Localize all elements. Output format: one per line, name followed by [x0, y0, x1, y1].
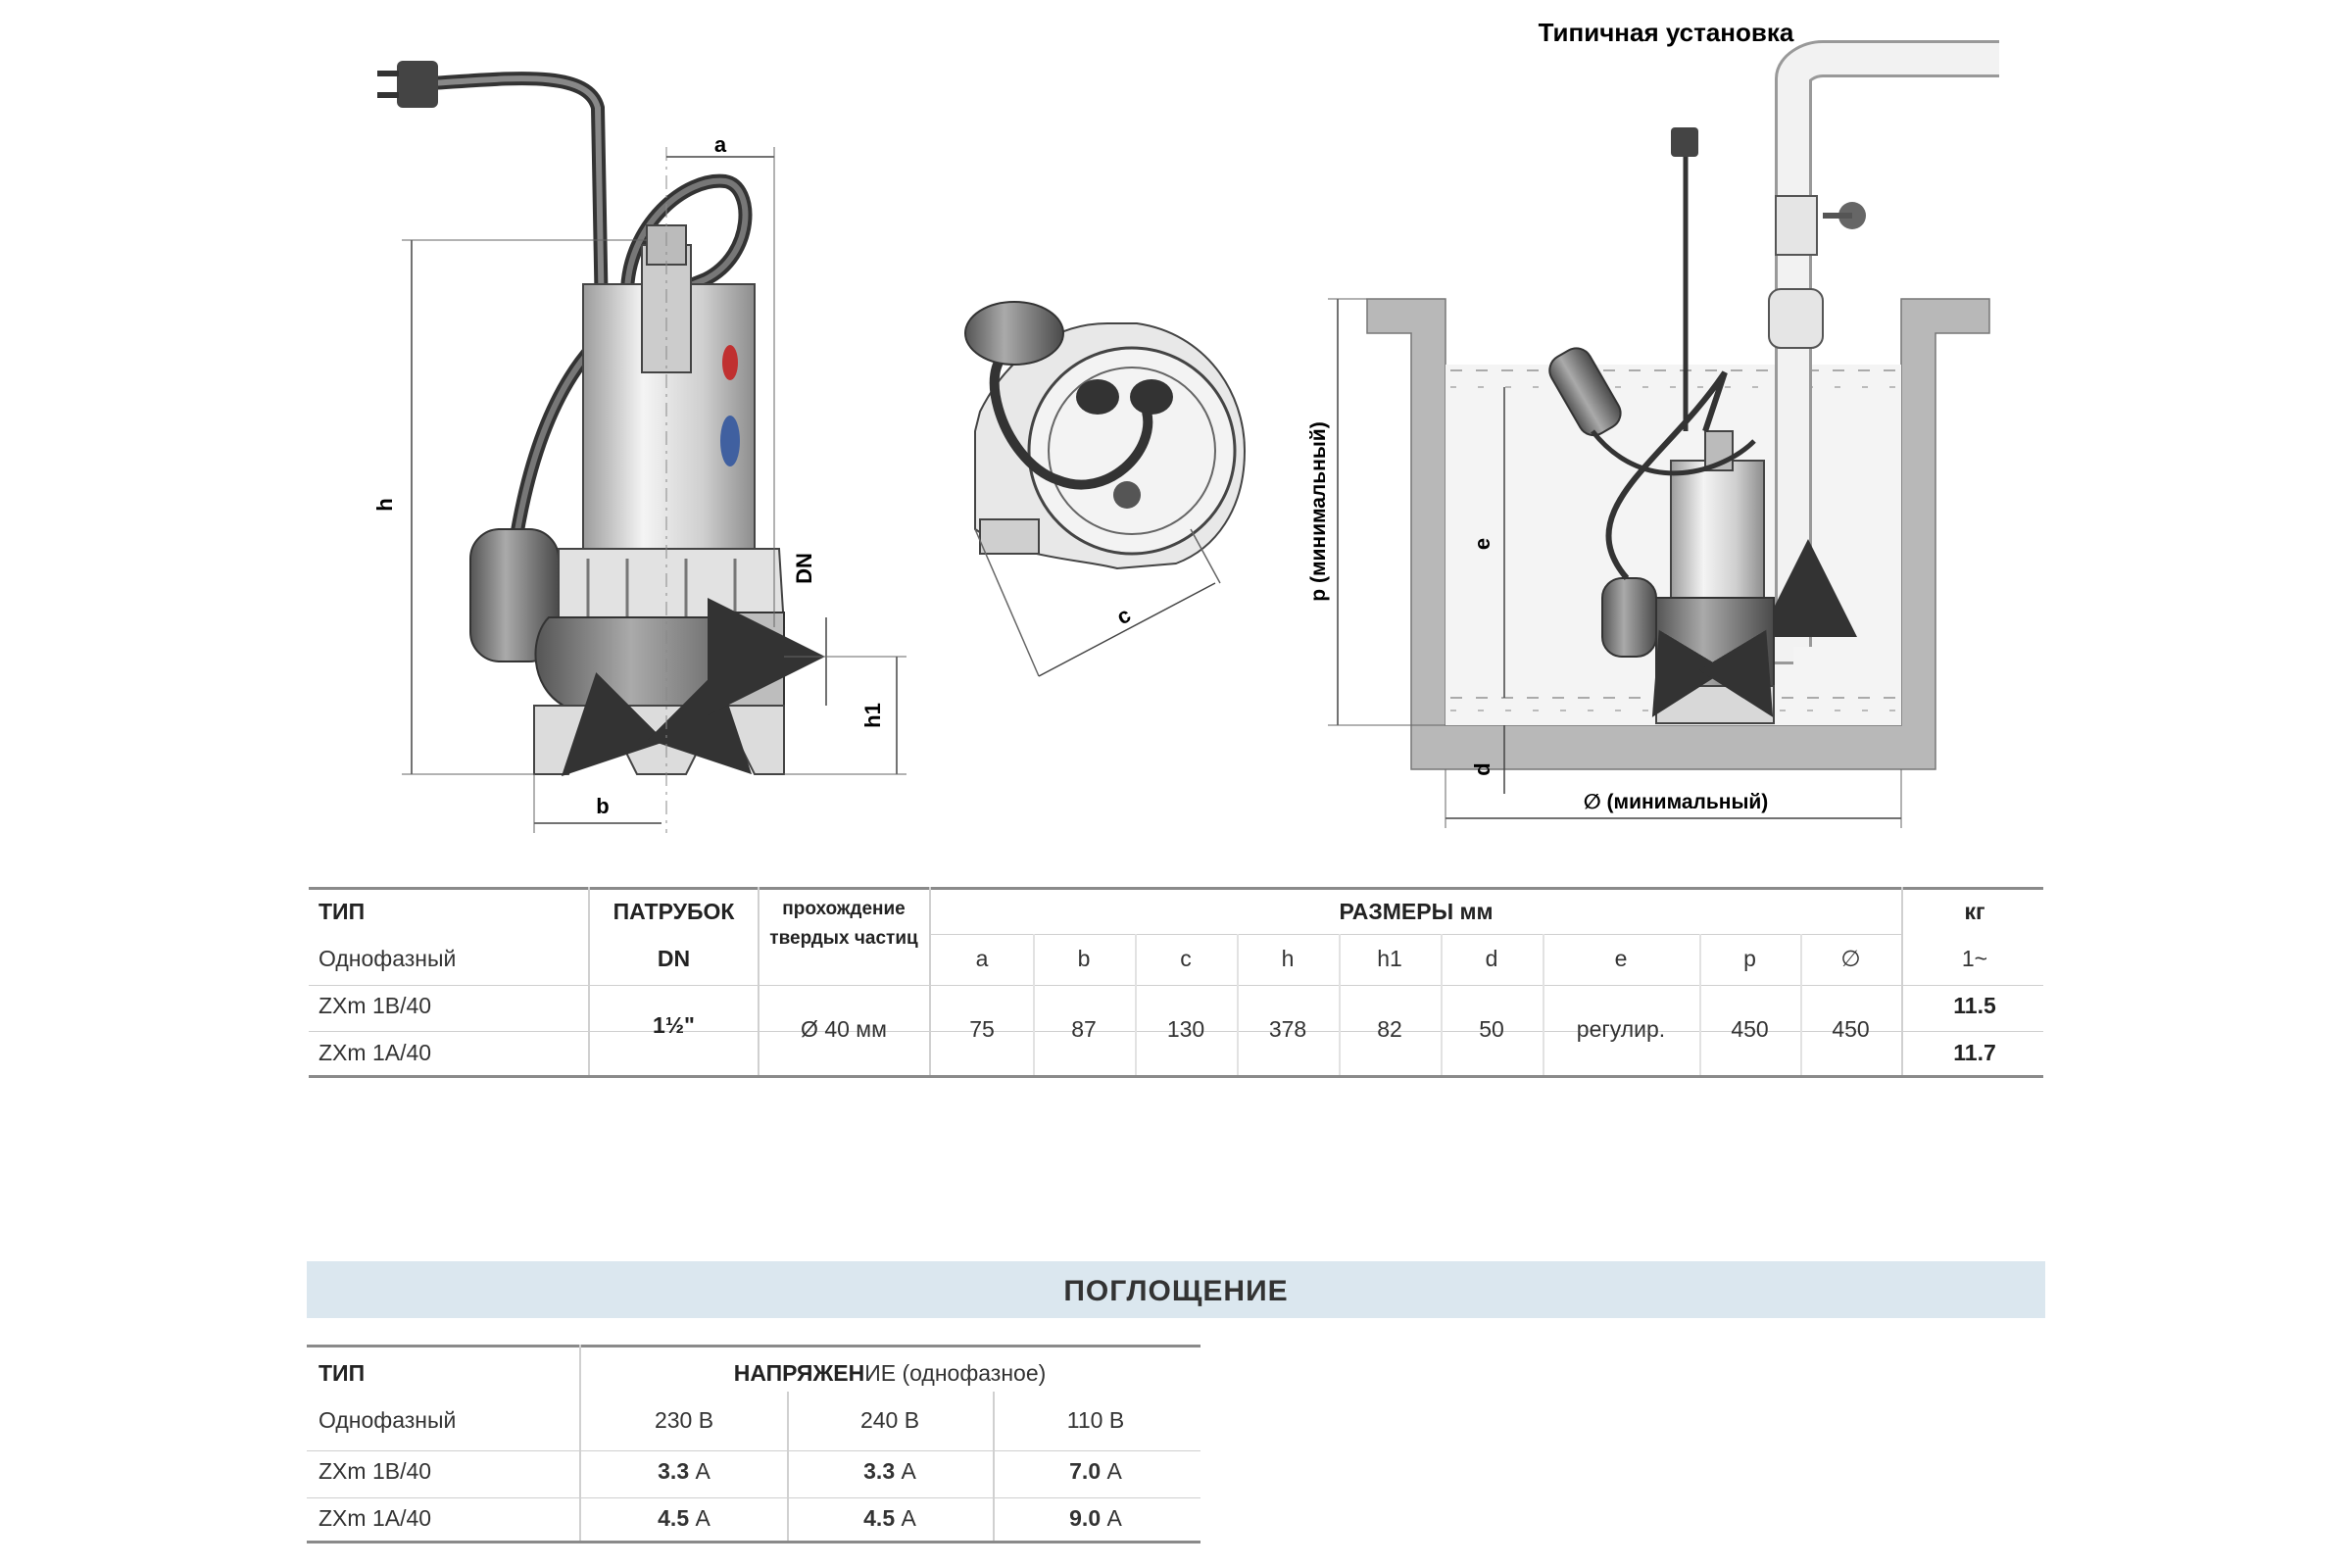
dim-label-p-min: p (минимальный) [1307, 421, 1330, 601]
pump-top-view [964, 301, 1247, 677]
col-header: c [1180, 946, 1192, 971]
dim-value: 87 [1071, 1016, 1097, 1042]
voltage-240: 240 В [859, 1407, 920, 1433]
dim-label-a: a [714, 132, 727, 157]
dim-value: 450 [1832, 1016, 1870, 1042]
dim-label-h: h [372, 498, 397, 511]
current-value: 4.5 А [863, 1505, 916, 1531]
col-header: d [1485, 946, 1498, 971]
installation-diagram [1328, 40, 1999, 828]
col-header: b [1077, 946, 1091, 971]
voltage-header-rest: ИЕ (однофазное) [864, 1360, 1047, 1386]
technical-drawings: a h b DN h1 c [372, 18, 1999, 833]
solids-header-1: прохождение [782, 899, 906, 919]
col-header: h [1281, 946, 1295, 971]
dim-value: 378 [1268, 1016, 1307, 1042]
voltage-header-bold: НАПРЯЖЕН [733, 1360, 865, 1386]
voltage-110: 110 В [1066, 1407, 1125, 1433]
dim-value: 130 [1166, 1016, 1205, 1042]
voltage-230: 230 В [654, 1407, 714, 1433]
dim-type-sub: Однофазный [318, 946, 457, 971]
col-header: p [1743, 946, 1756, 971]
current-value: 7.0 А [1069, 1458, 1122, 1484]
outlet-value: 1½" [653, 1012, 695, 1038]
solids-value: Ø 40 мм [801, 1016, 887, 1042]
col-header: a [975, 946, 989, 971]
absorption-banner: ПОГЛОЩЕНИЕ [307, 1261, 2045, 1318]
absorption-title: ПОГЛОЩЕНИЕ [1063, 1275, 1289, 1307]
dim-label-d: d [1470, 762, 1494, 775]
outlet-header: ПАТРУБОК [612, 899, 735, 924]
dim-value: 82 [1377, 1016, 1402, 1042]
weight-value: 11.7 [1953, 1040, 1996, 1065]
weight-value: 11.5 [1953, 993, 1996, 1018]
voltage-header: НАПРЯЖЕНИЕ (однофазное) [581, 1360, 1199, 1387]
abs-type-header: ТИП [318, 1360, 366, 1386]
dim-label-e: e [1470, 538, 1494, 550]
dimensions-table: ТИП Однофазный ПАТРУБОК DN прохождение т… [309, 887, 2043, 1083]
dim-value: регулир. [1576, 1016, 1666, 1042]
col-header: e [1614, 946, 1628, 971]
absorption-table: ТИП Однофазный НАПРЯЖЕНИЕ (однофазное) 2… [307, 1345, 1200, 1545]
dim-value: 50 [1479, 1016, 1504, 1042]
col-header: ∅ [1840, 946, 1861, 971]
abs-model-name: ZXm 1A/40 [318, 1505, 432, 1531]
model-name: ZXm 1A/40 [318, 1040, 432, 1065]
dim-value: 450 [1731, 1016, 1769, 1042]
dim-label-c: c [1112, 602, 1135, 629]
current-value: 3.3 А [658, 1458, 710, 1484]
dim-value: 75 [969, 1016, 995, 1042]
solids-header-2: твердых частиц [769, 928, 918, 949]
weight-sub: 1~ [1961, 946, 1988, 971]
col-header: h1 [1377, 946, 1402, 971]
current-value: 9.0 А [1069, 1505, 1122, 1531]
model-name: ZXm 1B/40 [318, 993, 432, 1018]
dim-label-b: b [596, 794, 609, 818]
dim-label-h1: h1 [860, 703, 885, 728]
abs-model-name: ZXm 1B/40 [318, 1458, 432, 1484]
installation-title: Типичная установка [1539, 18, 1794, 47]
weight-header: кг [1964, 899, 1985, 924]
pump-front-view [377, 61, 906, 833]
dim-label-diam-min: ∅ (минимальный) [1584, 791, 1769, 813]
current-value: 4.5 А [658, 1505, 710, 1531]
dim-type-header: ТИП [318, 899, 366, 924]
dim-label-dn: DN [792, 553, 816, 584]
sizes-header: РАЗМЕРЫ мм [1339, 899, 1494, 924]
outlet-sub: DN [657, 946, 691, 971]
abs-type-sub: Однофазный [318, 1407, 457, 1433]
current-value: 3.3 А [863, 1458, 916, 1484]
